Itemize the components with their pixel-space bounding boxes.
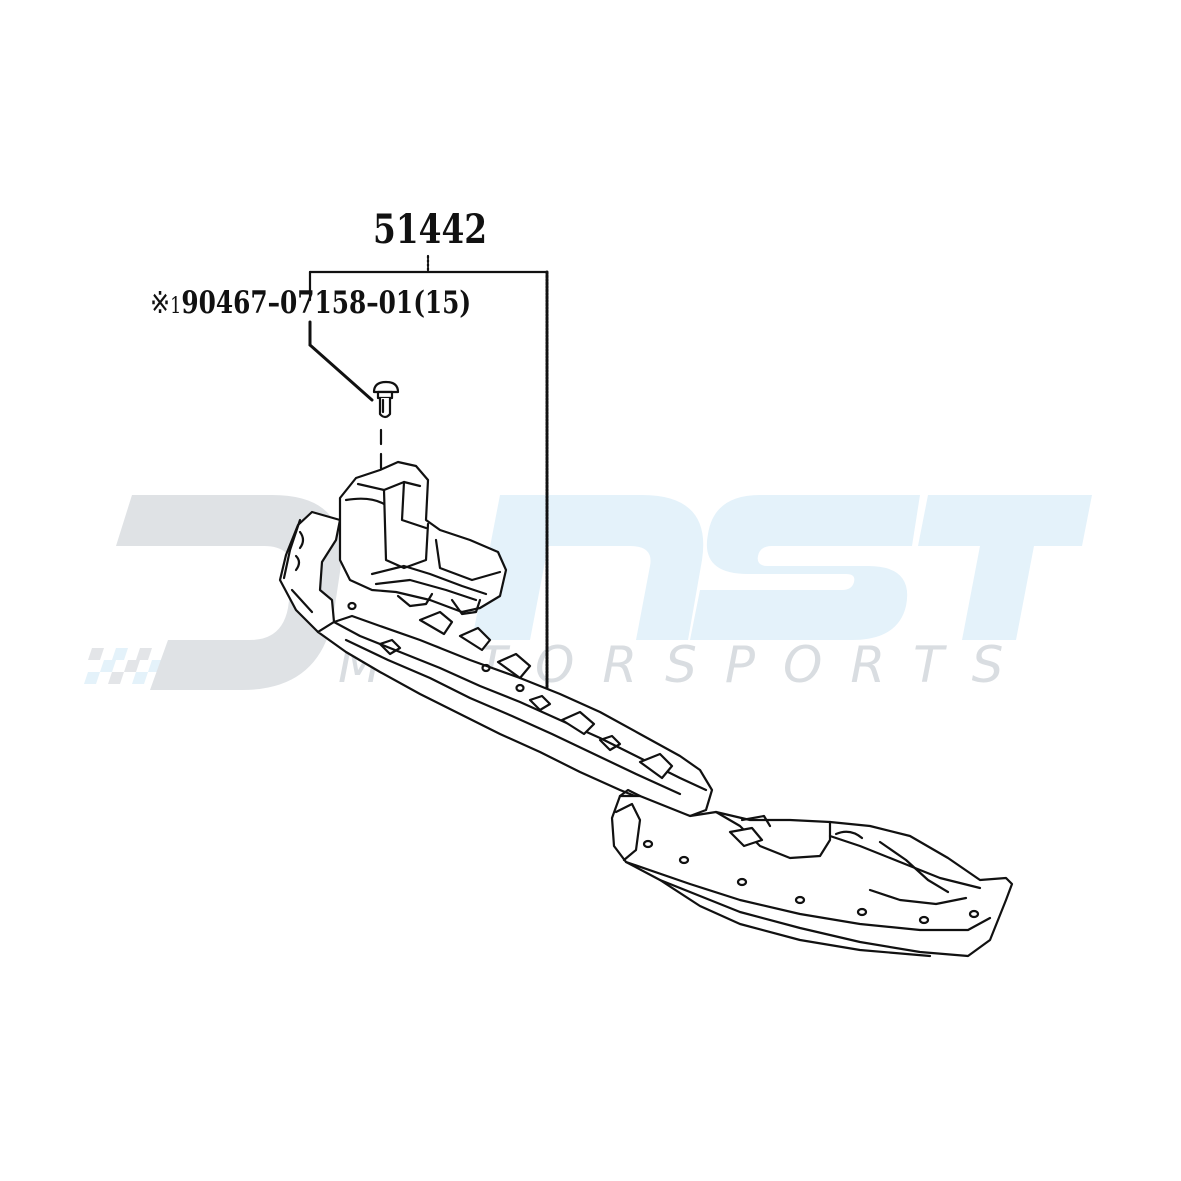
- fastener-part-number: 90467–07158–01: [181, 285, 414, 321]
- reference-mark: ※: [150, 286, 171, 321]
- fastener-quantity: (15): [413, 285, 472, 321]
- reference-number: 1: [170, 294, 182, 319]
- logo-letter-n: [472, 495, 704, 640]
- logo-letter-t: [918, 495, 1092, 640]
- checkered-flag-icon: [84, 648, 164, 684]
- clip-fastener-icon: [372, 380, 400, 512]
- assembly-leader-bracket: [308, 254, 549, 692]
- fastener-label: ※190467–07158–01(15): [150, 285, 471, 321]
- fastener-leader: [308, 320, 374, 402]
- logo-letter-s: [690, 495, 920, 640]
- logo-letter-d: [116, 495, 342, 690]
- assembly-part-number: 51442: [373, 206, 488, 253]
- cover-body: [278, 460, 1014, 958]
